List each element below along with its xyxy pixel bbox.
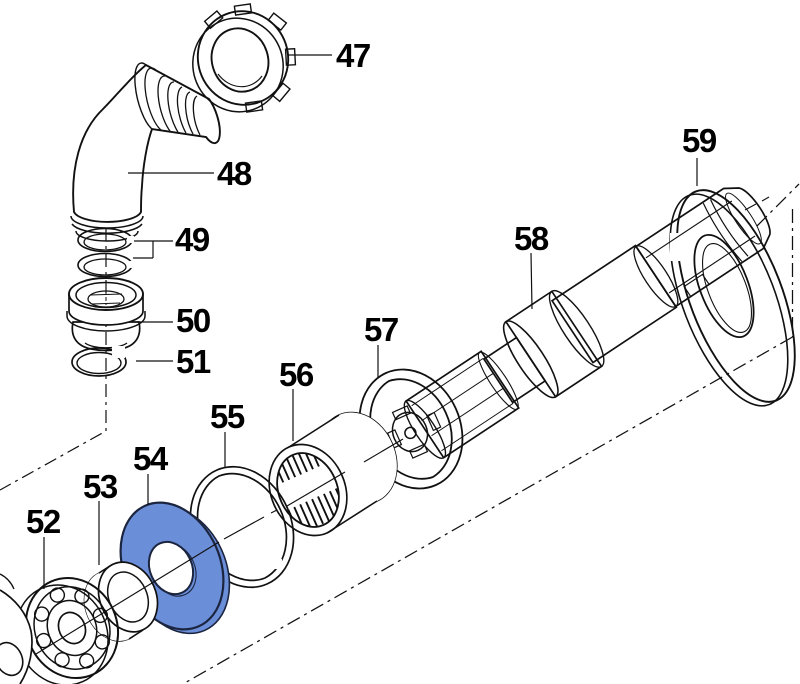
callout-58[interactable]: 58 <box>514 220 550 257</box>
part-50-hose-coupling <box>66 277 146 352</box>
callout-50[interactable]: 50 <box>176 302 211 339</box>
part-56-needle-bearing <box>267 411 398 537</box>
ring-split-gap <box>127 261 134 268</box>
part-59-flange-disc <box>669 189 796 407</box>
callout-48[interactable]: 48 <box>217 155 253 192</box>
part-48-elbow-fitting <box>70 62 221 242</box>
nut-lugs <box>203 3 297 113</box>
callout-57[interactable]: 57 <box>364 311 399 348</box>
part-58-pto-shaft <box>403 187 771 459</box>
callout-56[interactable]: 56 <box>279 356 315 393</box>
leader-58 <box>530 252 533 310</box>
callout-53[interactable]: 53 <box>83 468 119 505</box>
leader-49-bracket <box>133 240 173 259</box>
shaft-end-spline-view <box>386 405 442 459</box>
ring-split-gap <box>127 236 134 243</box>
part-47-ring-nut <box>192 3 297 113</box>
part-49-o-rings <box>77 227 134 278</box>
axis-line-segments <box>35 196 770 655</box>
leader-lines <box>43 54 698 589</box>
callout-49[interactable]: 49 <box>175 221 211 258</box>
part-51-retaining-ring <box>71 346 127 377</box>
outline-gap <box>670 233 681 261</box>
thread-ridges <box>144 67 201 136</box>
callout-59[interactable]: 59 <box>682 122 718 159</box>
callout-51[interactable]: 51 <box>176 343 212 380</box>
vertical-centerline <box>0 228 107 491</box>
callout-52[interactable]: 52 <box>26 503 62 540</box>
callout-47[interactable]: 47 <box>336 37 371 74</box>
callout-54[interactable]: 54 <box>133 440 170 477</box>
ring-split-gap <box>112 346 125 358</box>
callout-55[interactable]: 55 <box>210 398 246 435</box>
boundary-dash-lines <box>182 183 800 684</box>
ring-split-gap <box>272 559 282 569</box>
cropped-part-fragment <box>0 573 33 684</box>
callout-labels: 47 48 49 50 51 52 53 54 55 56 57 58 59 <box>26 37 718 540</box>
